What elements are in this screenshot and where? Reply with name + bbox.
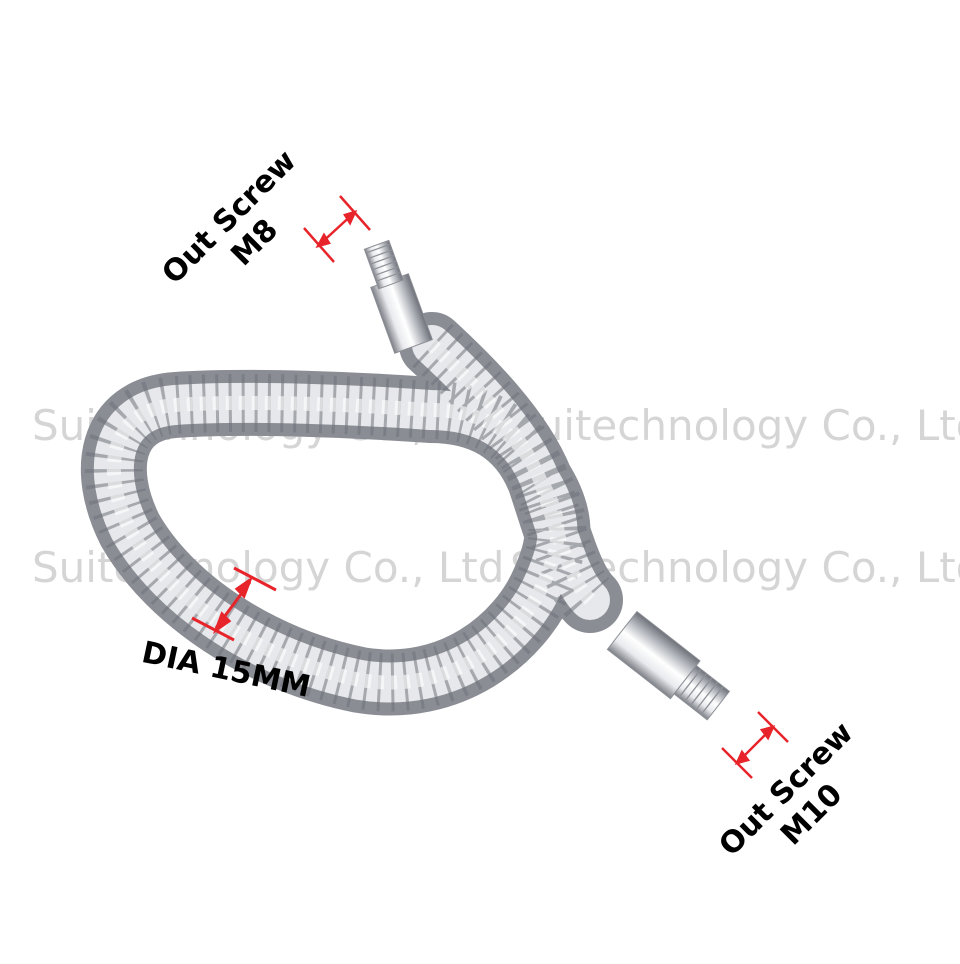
flexible-hose bbox=[80, 312, 623, 716]
top-dimension-marker bbox=[303, 195, 371, 263]
bottom-dimension-marker bbox=[721, 711, 789, 779]
top-fitting bbox=[363, 239, 433, 354]
bottom-fitting bbox=[606, 610, 731, 721]
top-screw-label-line1: Out Screw bbox=[155, 143, 303, 291]
diameter-marker bbox=[191, 566, 277, 642]
watermark-text: Suitechnology Co., Ltd bbox=[510, 401, 960, 450]
